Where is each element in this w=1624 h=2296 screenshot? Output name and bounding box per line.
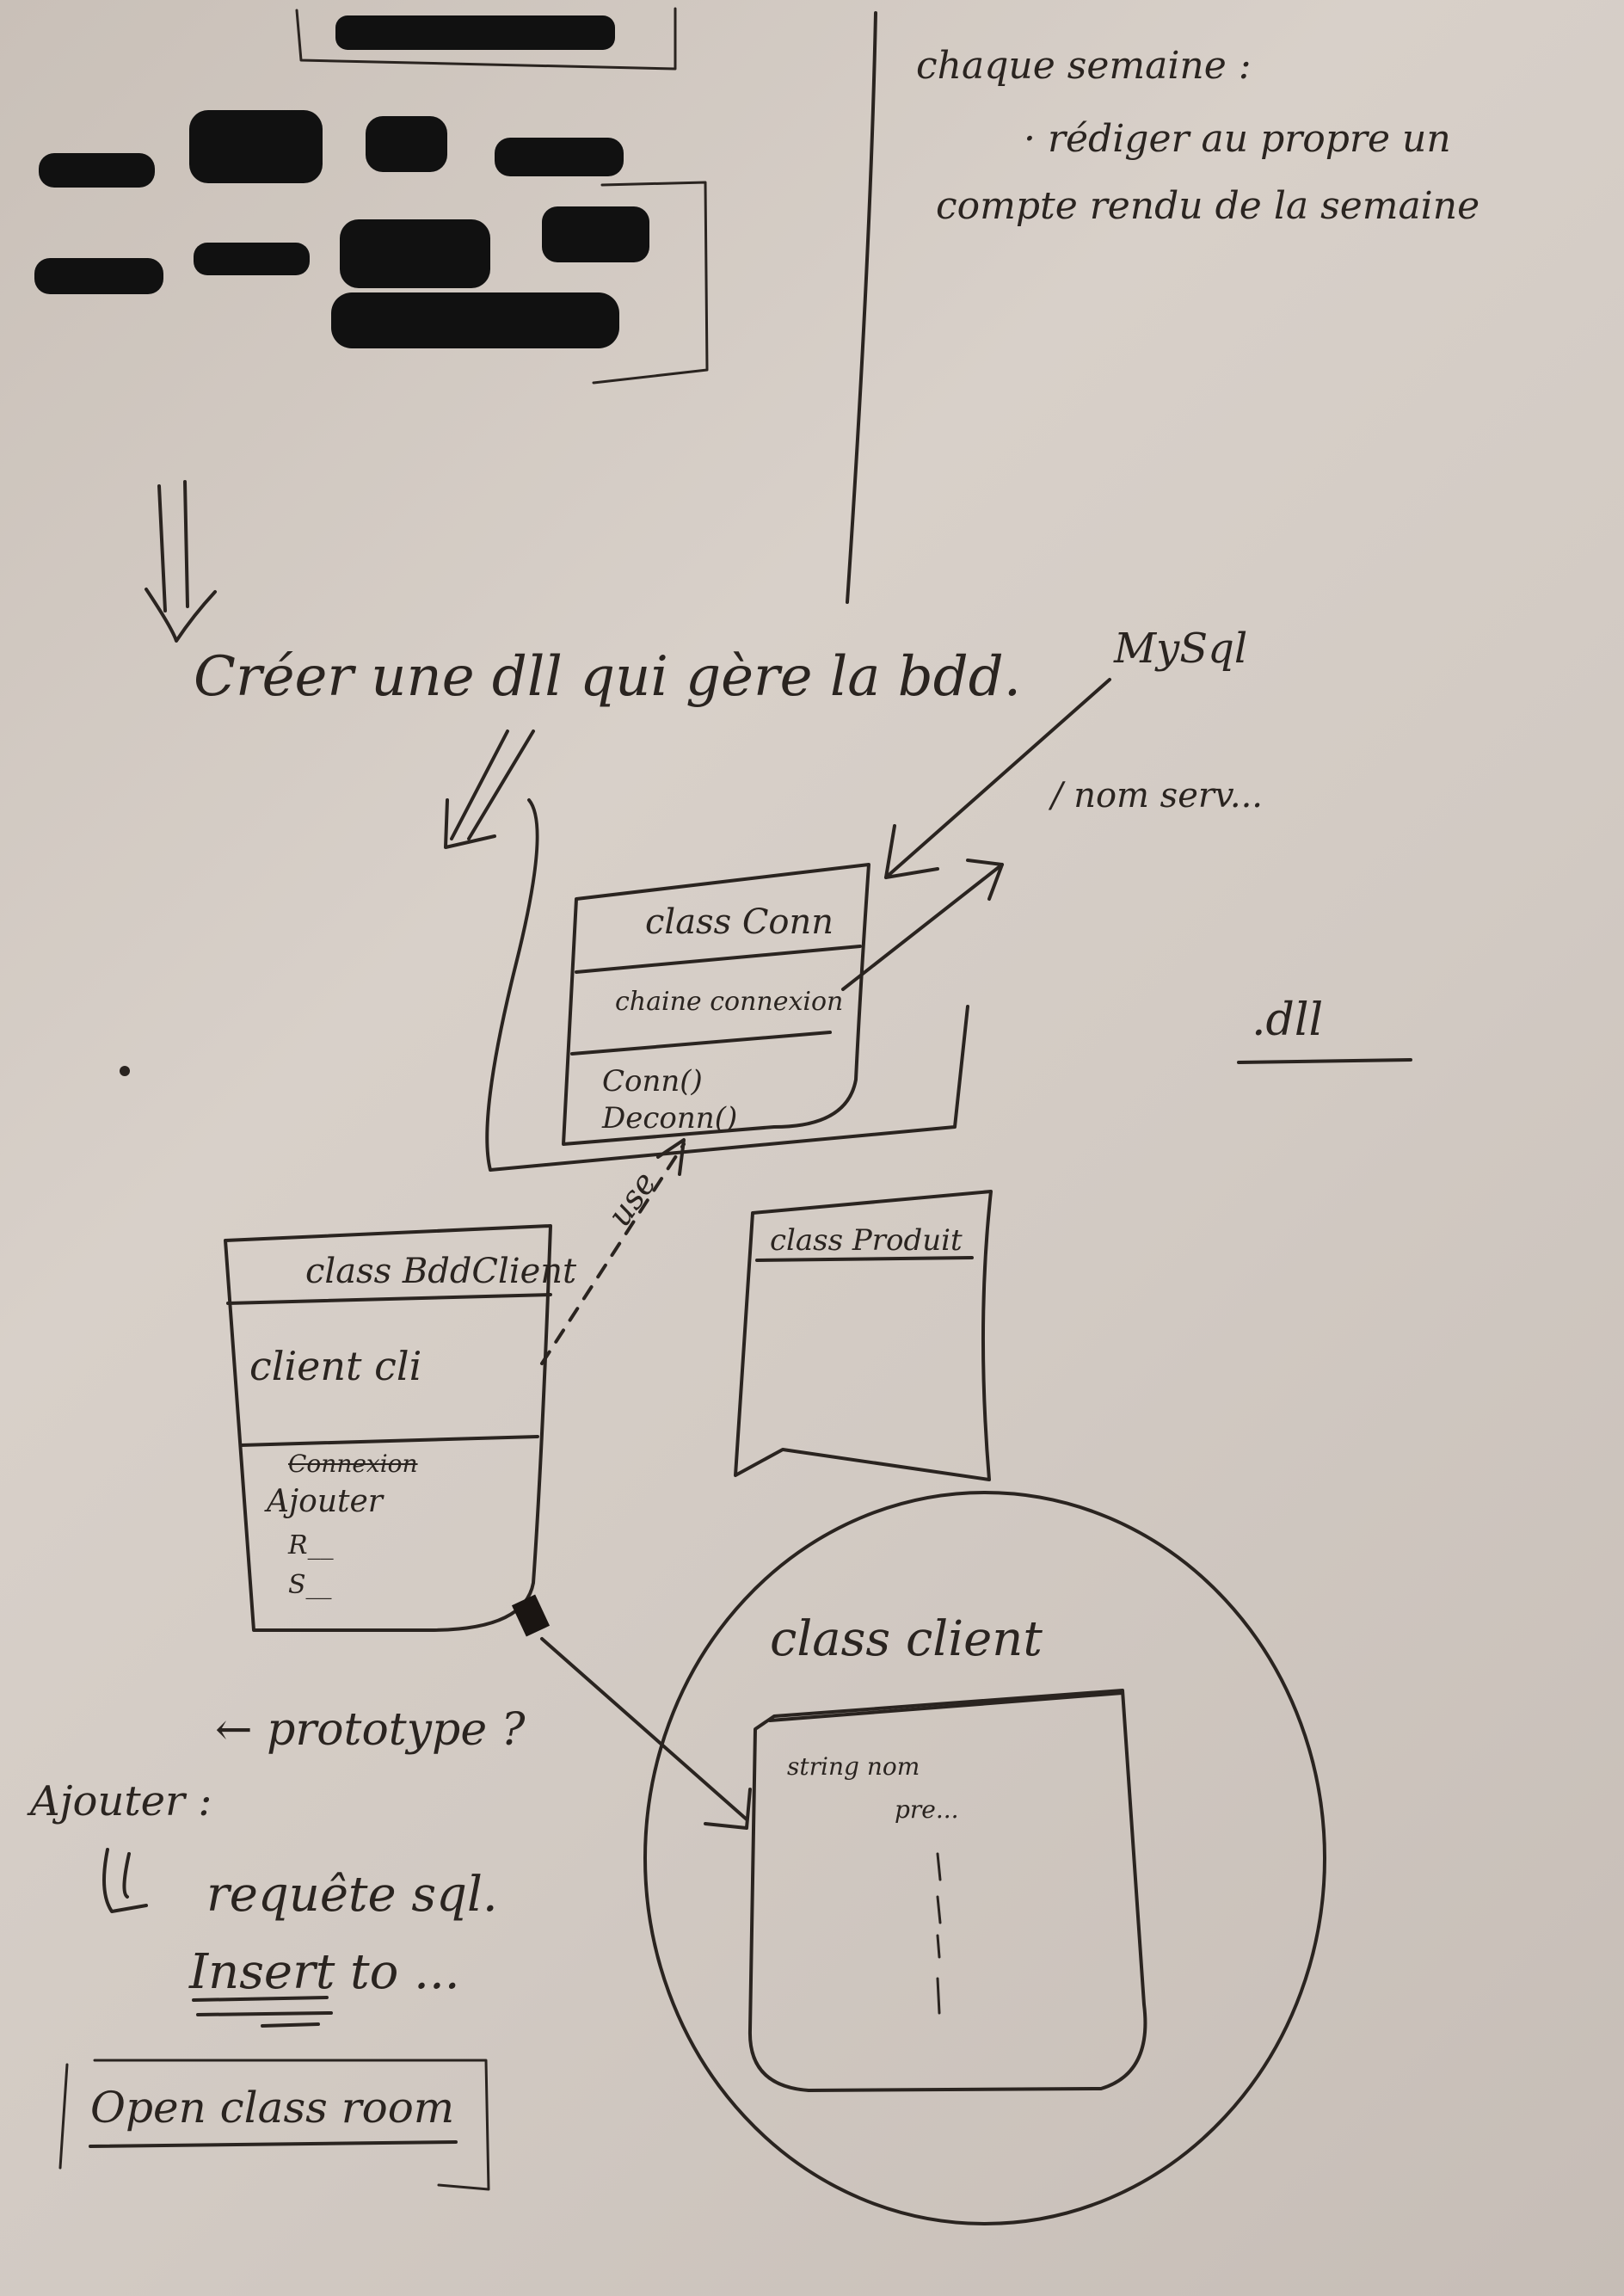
main-title: Créer une dll qui gère la bdd.	[194, 645, 1022, 709]
openclassroom-label: Open class room	[90, 2083, 455, 2133]
class-client-box	[747, 1689, 1147, 2092]
ajouter-heading: Ajouter :	[30, 1777, 212, 1825]
redaction-bar	[34, 258, 163, 294]
class-produit-title: class Produit	[770, 1223, 963, 1258]
class-conn-box	[562, 863, 870, 1146]
insert-underline	[261, 2022, 320, 2028]
insert-underline	[196, 2011, 333, 2016]
insert-to-label: Insert to ...	[189, 1944, 460, 2000]
redacted-block	[34, 7, 709, 385]
composition-arrow	[511, 1594, 752, 1830]
note-line-2: compte rendu de la semaine	[936, 184, 1480, 228]
class-conn-method: Conn()	[602, 1064, 703, 1099]
class-bddclient-method: R__	[288, 1530, 334, 1560]
redaction-bar	[340, 219, 490, 288]
openclassroom-frame	[58, 2059, 490, 2191]
mysql-label: MySql	[1114, 625, 1248, 673]
redaction-bar	[189, 110, 323, 183]
redaction-bar	[335, 15, 615, 50]
class-client-field: pre...	[895, 1795, 959, 1824]
class-bddclient-method: Ajouter	[267, 1484, 383, 1519]
redaction-bar	[331, 292, 619, 348]
nom-serveur-label: / nom serv...	[1051, 776, 1263, 816]
class-conn-title: class Conn	[645, 902, 834, 942]
page-divider	[846, 11, 877, 604]
redaction-bar	[39, 153, 155, 188]
prototype-note: ← prototype ?	[215, 1704, 526, 1756]
double-down-arrow-icon	[145, 480, 217, 643]
class-bddclient-title: class BddClient	[305, 1252, 577, 1291]
dll-container-outline	[485, 798, 969, 1172]
redaction-bar	[495, 138, 624, 176]
class-bddclient-struck-method: Connexion	[288, 1450, 418, 1478]
dll-underline	[1237, 1058, 1412, 1064]
redaction-bar	[194, 243, 310, 275]
insert-underline	[192, 1996, 329, 2002]
ajouter-return-arrow-icon	[102, 1848, 148, 1913]
redacted-frame-right	[592, 181, 709, 385]
class-bddclient-attribute: client cli	[249, 1343, 422, 1389]
dll-label: .dll	[1252, 994, 1324, 1046]
class-conn-attribute: chaine connexion	[615, 987, 844, 1017]
title-arrow-icon	[444, 729, 535, 849]
note-line-1: · rédiger au propre un	[1024, 117, 1451, 161]
class-bddclient-box	[224, 1224, 552, 1632]
redaction-bar	[542, 206, 649, 262]
class-client-title: class client	[770, 1611, 1043, 1667]
ink-dot	[120, 1066, 130, 1076]
class-client-field: string nom	[787, 1752, 920, 1781]
note-heading: chaque semaine :	[916, 44, 1252, 88]
class-bddclient-method: S__	[288, 1570, 332, 1600]
mysql-arrow-icon	[884, 678, 1111, 879]
class-conn-method: Deconn()	[602, 1101, 738, 1136]
server-arrow-icon	[841, 859, 1004, 991]
use-dependency-arrow	[540, 1138, 686, 1365]
requete-sql-label: requête sql.	[206, 1867, 498, 1923]
redacted-frame-top	[295, 7, 677, 71]
class-produit-box	[734, 1190, 993, 1481]
redaction-bar	[366, 116, 447, 172]
class-client-circle	[643, 1491, 1326, 2225]
